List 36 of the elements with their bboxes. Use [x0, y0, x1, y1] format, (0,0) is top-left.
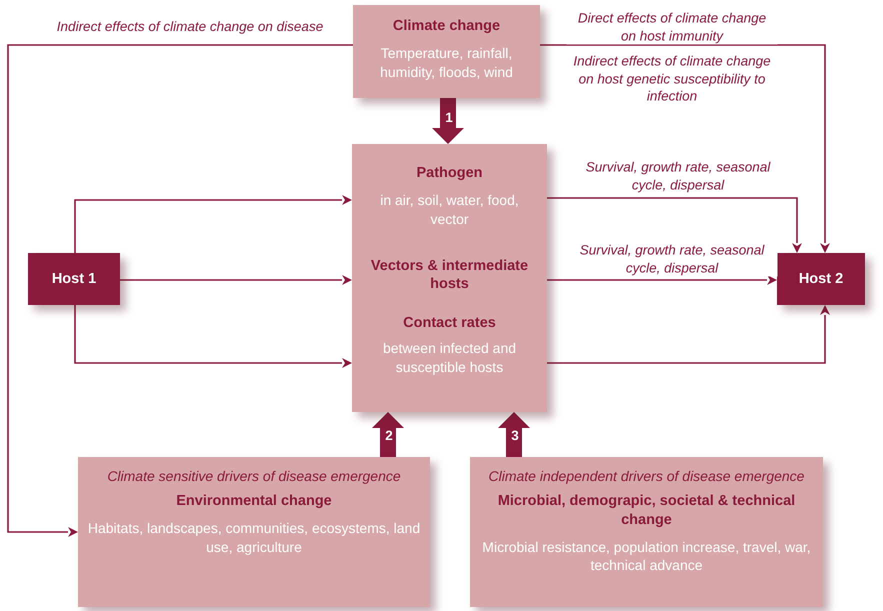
box-text: Temperature, rainfall, humidity, floods, wind [379, 44, 514, 82]
section-heading: Vectors & intermediate hosts [370, 256, 530, 294]
driver-box [78, 457, 430, 607]
section-text: between infected and susceptible hosts [382, 339, 518, 377]
section-heading: Contact rates [403, 314, 496, 334]
block-arrow [498, 412, 530, 457]
box-heading: Microbial, demograpic, societal & technical change [496, 492, 796, 530]
block-arrow [372, 412, 404, 457]
box-heading: Environmental change [176, 492, 332, 511]
box-subtitle: Climate sensitive drivers of disease emergence [107, 467, 401, 486]
driver-box [470, 457, 823, 607]
step-number: 3 [510, 427, 520, 445]
box-text: Habitats, landscapes, communities, ecosystems, land use, agriculture [86, 518, 422, 557]
host-label: Host 2 [798, 270, 844, 288]
step-number: 1 [444, 109, 454, 127]
step-number: 2 [384, 427, 394, 445]
box-heading: Climate change [392, 17, 500, 36]
block-arrow [432, 98, 464, 144]
arrow [547, 305, 830, 364]
host-box [28, 253, 120, 305]
arrow [120, 275, 352, 285]
arrow [547, 275, 777, 285]
arrow [7, 44, 353, 537]
section-text: in air, soil, water, food, vector [379, 190, 520, 229]
host-label: Host 1 [52, 270, 96, 288]
climate-box [353, 5, 540, 98]
arrow [547, 197, 802, 253]
box-subtitle: Climate independent drivers of disease emergence [488, 467, 804, 486]
arrow [74, 305, 352, 368]
arrow [74, 195, 352, 253]
edge-label: Indirect effects of climate change on disease [54, 18, 326, 36]
arrow [540, 44, 830, 253]
box-text: Microbial resistance, population increase, travel, war, technical advance [481, 538, 812, 576]
host-box [777, 253, 865, 305]
transmission-box [352, 144, 547, 412]
section-heading: Pathogen [416, 164, 483, 183]
